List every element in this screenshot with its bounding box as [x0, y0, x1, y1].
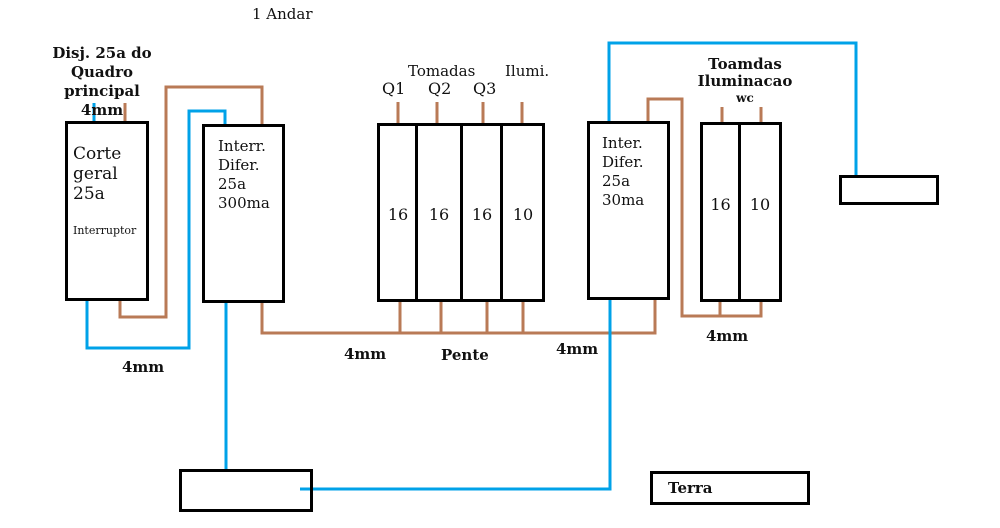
- lighting-heading: Ilumi.: [505, 62, 550, 80]
- wc-breaker-2-rating: 10: [749, 195, 771, 214]
- earth-box: Terra: [650, 471, 810, 505]
- wc-feed-wire-label: 4mm: [706, 327, 749, 345]
- breaker-divider: [738, 122, 741, 302]
- source-line-1: Disj. 25a do: [52, 44, 152, 62]
- circuit-q2-name: Q2: [428, 79, 452, 98]
- main-switch-sublabel: Interruptor: [73, 224, 137, 237]
- breaker-q3-rating: 16: [471, 205, 493, 224]
- main-switch-line-1: Corte: [73, 144, 122, 164]
- source-line-2: Quadro: [70, 63, 134, 81]
- breaker-divider: [500, 123, 503, 302]
- rcd-300ma: Interr. Difer. 25a 300ma: [202, 124, 285, 303]
- remote-box: [839, 175, 939, 205]
- source-line-4: 4mm: [80, 101, 124, 119]
- rcd-30ma-line-4: 30ma: [602, 191, 645, 209]
- breaker-ilumi-rating: 10: [512, 205, 534, 224]
- wire-switch-to-rcd1-phase: [118, 85, 264, 319]
- wire-switch-to-rcd1-earth: [85, 109, 227, 350]
- breaker-q1-rating: 16: [387, 205, 409, 224]
- rcd-300ma-line-1: Interr.: [218, 137, 266, 155]
- wc-breaker-1-rating: 16: [710, 195, 731, 214]
- wire-rcd2-to-wc: [646, 97, 763, 318]
- rcd-30ma-label: Inter. Difer. 25a 30ma: [602, 134, 644, 210]
- sockets-heading: Tomadas: [408, 62, 476, 80]
- rcd-300ma-line-4: 300ma: [218, 194, 270, 212]
- rcd-30ma-line-1: Inter.: [602, 134, 643, 152]
- main-switch-line-2: geral: [73, 164, 118, 184]
- wire-busbar: [260, 298, 657, 335]
- rcd-300ma-line-2: Difer.: [218, 156, 260, 174]
- wc-heading: Toamdas Iluminacao wc: [690, 56, 800, 107]
- rcd-300ma-line-3: 25a: [218, 175, 247, 193]
- main-switch-label: Corte geral 25a: [73, 144, 121, 204]
- busbar-left-wire-label: 4mm: [344, 345, 387, 363]
- wc-heading-line-1: Toamdas: [708, 55, 782, 73]
- busbar-right-wire-label: 4mm: [556, 340, 599, 358]
- rcd-30ma: Inter. Difer. 25a 30ma: [587, 121, 670, 300]
- rcd-300ma-label: Interr. Difer. 25a 300ma: [218, 137, 270, 213]
- left-loop-wire-label: 4mm: [122, 358, 165, 376]
- wc-breaker-block: [700, 122, 782, 302]
- circuit-q3-name: Q3: [473, 79, 497, 98]
- rcd-30ma-line-2: Difer.: [602, 153, 644, 171]
- main-switch: Corte geral 25a Interruptor: [65, 121, 149, 301]
- breaker-divider: [460, 123, 463, 302]
- circuit-q1-name: Q1: [382, 79, 406, 98]
- source-label: Disj. 25a do Quadro principal 4mm: [52, 44, 152, 120]
- wire-earth-box-to-rcd2: [300, 298, 612, 491]
- busbar-name-label: Pente: [441, 346, 489, 364]
- breaker-q2-rating: 16: [428, 205, 450, 224]
- wc-heading-line-3: wc: [736, 91, 754, 105]
- page-title: 1 Andar: [252, 5, 313, 23]
- earth-junction-box: [179, 469, 313, 512]
- breaker-divider: [415, 123, 418, 302]
- main-switch-line-3: 25a: [73, 184, 105, 204]
- wc-heading-line-2: Iluminacao: [697, 72, 793, 90]
- source-line-3: principal: [64, 82, 140, 100]
- rcd-30ma-line-3: 25a: [602, 172, 631, 190]
- earth-box-label: Terra: [668, 479, 713, 497]
- wire-rcd2-to-remote-box: [607, 41, 858, 176]
